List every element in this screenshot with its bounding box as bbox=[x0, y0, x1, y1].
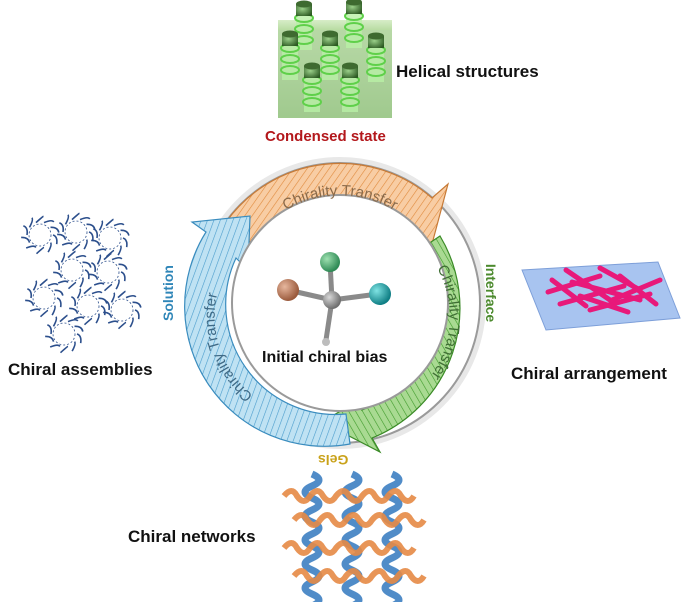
helical-structures-icon bbox=[278, 0, 392, 118]
helix-pillar bbox=[280, 30, 300, 80]
helix-pillar bbox=[366, 32, 386, 82]
cycle-ring bbox=[184, 157, 486, 454]
assembly-ring bbox=[25, 278, 64, 318]
helix-pillar bbox=[302, 62, 322, 112]
assembly-ring bbox=[57, 212, 96, 252]
assembly-ring bbox=[89, 252, 128, 292]
chiral-networks-icon bbox=[281, 470, 427, 607]
helix-pillar bbox=[344, 0, 364, 48]
helical-structures-label: Helical structures bbox=[396, 62, 539, 81]
chiral-rod bbox=[587, 291, 653, 313]
assembly-ring bbox=[45, 314, 84, 354]
chiral-networks-label: Chiral networks bbox=[128, 527, 256, 546]
assembly-ring bbox=[21, 215, 60, 255]
chiral-rod bbox=[557, 283, 627, 307]
helix-pillar bbox=[294, 0, 314, 50]
network-row-ribbon bbox=[281, 488, 417, 504]
network-row-ribbon bbox=[291, 568, 427, 584]
assembly-ring bbox=[69, 286, 108, 326]
network-row-ribbon bbox=[281, 540, 417, 556]
center-label: Initial chiral bias bbox=[262, 349, 388, 366]
assembly-ring bbox=[91, 218, 130, 258]
blue-transfer-arrow bbox=[184, 215, 351, 447]
assembly-ring bbox=[53, 250, 92, 290]
solution-label: Solution bbox=[160, 265, 176, 321]
helix-pillar bbox=[320, 30, 340, 80]
chiral-molecule-icon bbox=[277, 252, 391, 346]
chiral-arrangement-label: Chiral arrangement bbox=[511, 364, 667, 383]
chiral-rod bbox=[577, 293, 631, 315]
chiral-assemblies-label: Chiral assemblies bbox=[8, 360, 153, 379]
chiral-arrangement-icon bbox=[521, 261, 681, 331]
interface-label: Interface bbox=[483, 263, 500, 323]
chiral-rod bbox=[549, 277, 589, 309]
assembly-ring bbox=[103, 290, 142, 330]
chiral-rod bbox=[563, 267, 613, 303]
chiral-rod bbox=[617, 273, 659, 307]
chiral-rod bbox=[569, 279, 643, 303]
condensed-state-label: Condensed state bbox=[265, 128, 386, 145]
helix-pillar bbox=[340, 62, 360, 112]
gels-label: Gels bbox=[318, 452, 349, 468]
chiral-assemblies-icon bbox=[21, 212, 142, 354]
network-row-ribbon bbox=[291, 512, 427, 528]
